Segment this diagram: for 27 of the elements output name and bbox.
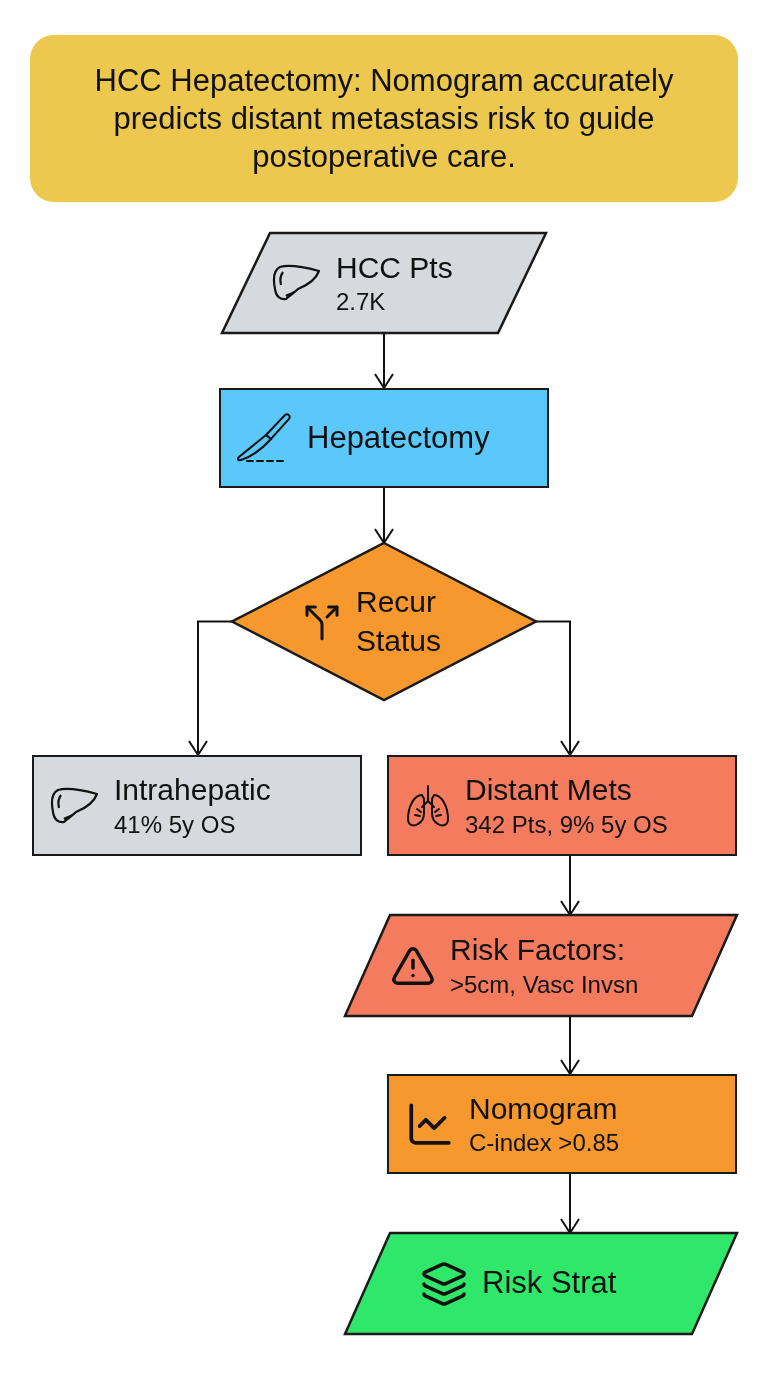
arrow	[560, 1173, 580, 1234]
risk-factor-parallelogram	[345, 915, 737, 1016]
input-parallelogram	[222, 233, 546, 333]
outcome-box	[32, 755, 362, 856]
node-detail: 342 Pts, 9% 5y OS	[465, 809, 668, 840]
node-title: Nomogram	[469, 1090, 619, 1127]
arrow	[188, 620, 233, 756]
node-title: Intrahepatic	[114, 772, 271, 809]
node-title: Risk Strat	[482, 1264, 617, 1303]
arrow	[535, 620, 580, 756]
arrow	[374, 487, 394, 544]
node-title: HCC Pts	[336, 249, 453, 286]
node-title: Hepatectomy	[307, 418, 490, 457]
model-box	[387, 1074, 737, 1174]
node-label: Recur Status	[356, 584, 443, 659]
node-title: Distant Mets	[465, 772, 633, 809]
decision-diamond	[232, 543, 536, 700]
node-detail: >5cm, Vasc Invsn	[450, 969, 639, 1000]
title: HCC Hepatectomy: Nomogram accurately predicts distant metastasis risk to guide postoperative care.	[93, 61, 675, 176]
node-detail: C-index >0.85	[469, 1128, 620, 1159]
outcome-box	[387, 755, 737, 856]
node-detail: 41% 5y OS	[114, 809, 237, 840]
node-detail: 2.7K	[336, 287, 387, 318]
arrow	[560, 855, 580, 916]
process-box	[219, 388, 549, 488]
output-parallelogram	[345, 1233, 737, 1334]
node-title: Risk Factors:	[450, 932, 627, 969]
